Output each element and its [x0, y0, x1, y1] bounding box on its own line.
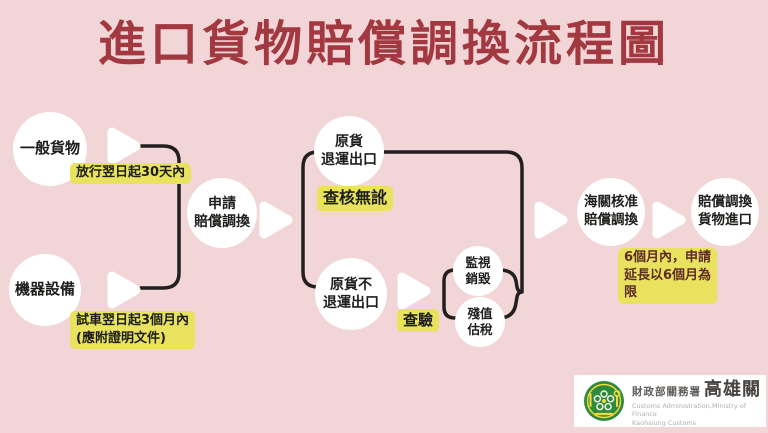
customs-emblem-icon [584, 381, 624, 421]
arrow-right-icon [534, 201, 568, 239]
node-supervised-destruction: 監視 銷毀 [453, 246, 503, 296]
arrow-right-icon [107, 127, 141, 165]
node-residual-tax: 殘值 估稅 [455, 297, 505, 347]
connector-split-right [301, 150, 333, 289]
node-return-export: 原貨 退運出口 [314, 116, 384, 186]
arrow-right-icon [397, 272, 431, 310]
logo-agency-name-en: Customs Administration,Ministry of Finan… [632, 401, 747, 418]
logo-office-name-en: Kaohsiung Customs [632, 419, 697, 428]
connector-destruction-merge [493, 268, 524, 320]
label-six-months-limit: 6個月內，申請 延長以6個月為 限 [618, 248, 718, 304]
node-apply-exchange: 申請 賠償調換 [187, 178, 257, 248]
connector-merge-left [139, 144, 181, 290]
label-verified: 查核無訛 [317, 186, 394, 211]
node-import-replacement: 賠償調換 貨物進口 [691, 178, 759, 246]
arrow-right-icon [652, 201, 686, 239]
logo-agency-name: 財政部關務署 [632, 385, 701, 398]
label-inspection: 查驗 [397, 309, 440, 333]
connector-top-to-approval [378, 150, 524, 293]
node-not-return-export: 原貨不 退運出口 [315, 258, 387, 330]
arrow-right-icon [107, 271, 141, 309]
customs-logo: 財政部關務署 高雄關 Customs Administration,Minist… [574, 375, 766, 427]
node-customs-approve: 海關核准 賠償調換 [577, 178, 645, 246]
page-title: 進口貨物賠償調換流程圖 [97, 16, 670, 72]
label-trial-deadline: 試車翌日起3個月內 (應附證明文件) [70, 311, 196, 350]
logo-office-name: 高雄關 [704, 378, 761, 400]
node-machinery: 機器設備 [9, 254, 81, 326]
label-release-deadline: 放行翌日起30天內 [70, 163, 192, 184]
arrow-right-icon [259, 201, 293, 239]
connector-destruction-split [442, 268, 460, 320]
